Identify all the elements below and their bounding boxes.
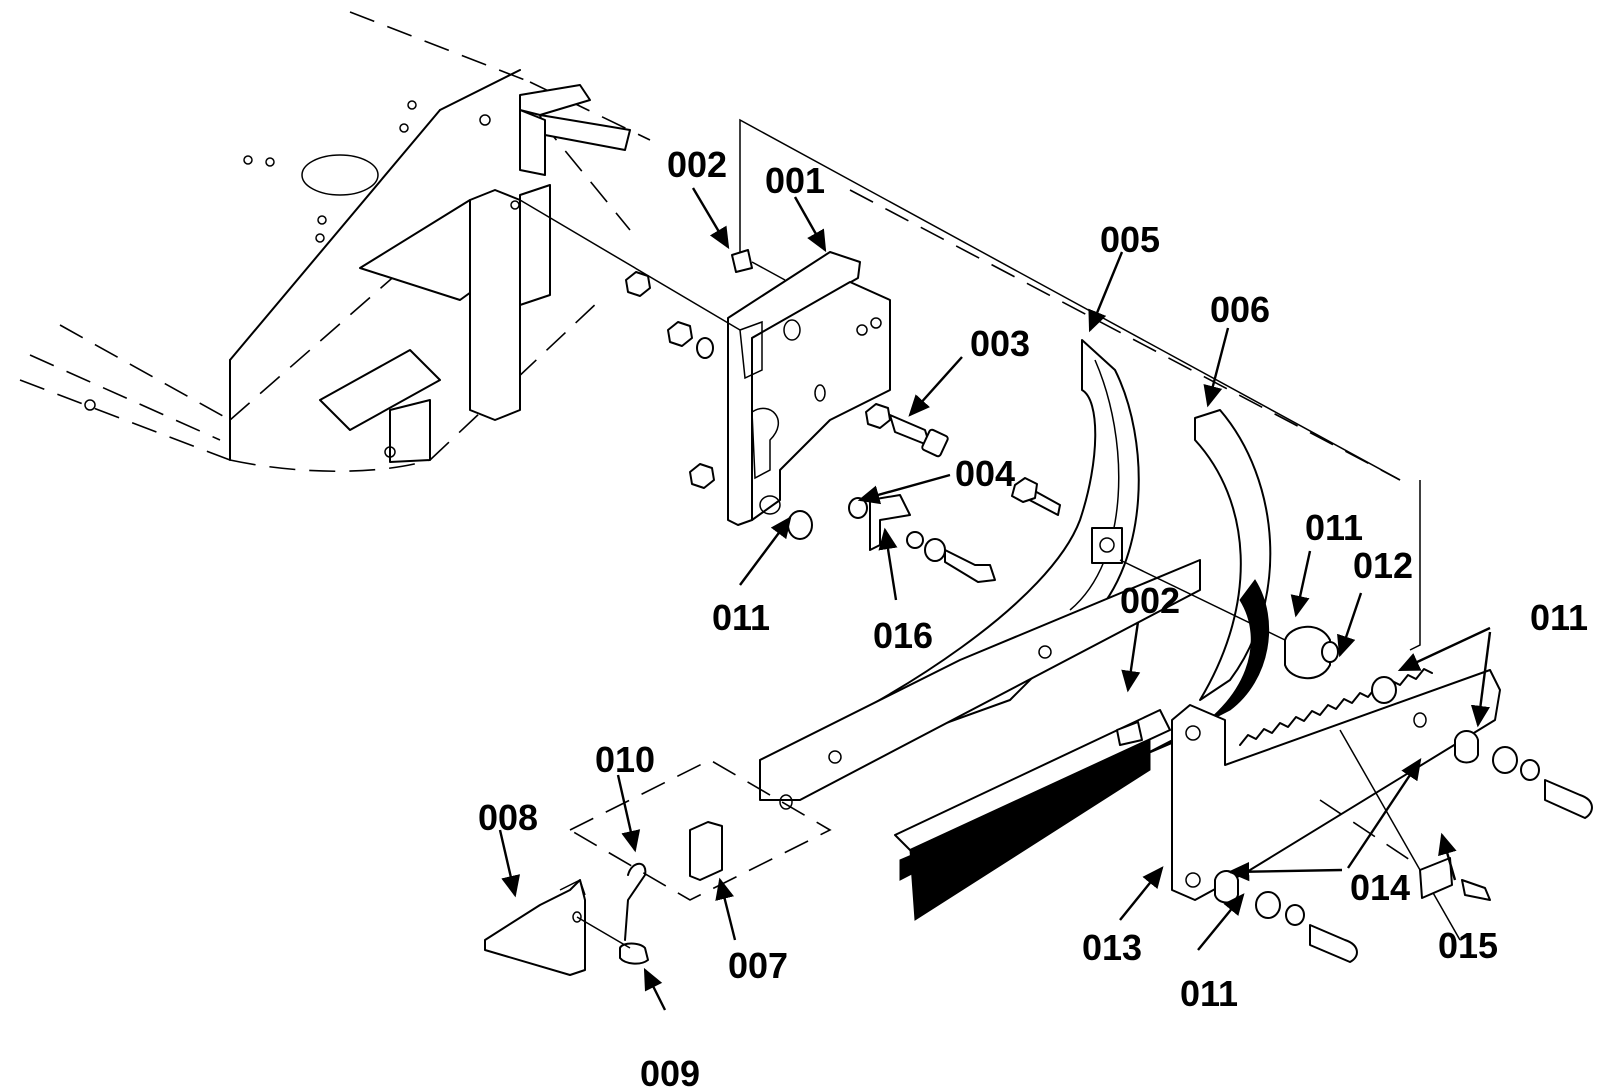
callout-003: 003 [970,323,1030,364]
callout-002-lower: 002 [1120,580,1180,621]
callout-005: 005 [1100,219,1160,260]
part-002-pin [731,249,786,281]
callout-009: 009 [640,1053,700,1092]
callout-010: 010 [595,739,655,780]
chassis-frame [19,11,651,473]
callout-017: 016 [873,615,933,656]
part-003-bolt [889,414,949,458]
callout-014: 013 [1082,927,1142,968]
part-007-end-clip [568,759,832,901]
callout-015: 014 [1350,867,1410,908]
callout-011-bottom: 011 [1180,973,1238,1014]
part-001-bracket [727,118,1401,526]
part-008-end-cap [484,878,586,976]
part-016-clip-plate [1419,857,1491,901]
callout-001: 001 [765,160,825,201]
callout-004: 004 [955,453,1015,494]
part-010-hair-pin [624,862,647,941]
part-017-clip [787,477,1061,583]
callout-002-top: 002 [667,144,727,185]
part-013-spring [1239,480,1433,746]
part-009-clevis-pin [576,916,649,965]
hardware-nuts [519,199,891,489]
callout-006: 006 [1210,289,1270,330]
callout-016: 015 [1438,925,1498,966]
callout-013: 012 [1353,545,1413,586]
callout-012: 011 [1305,507,1363,548]
leader-arrows [498,187,1492,1011]
callout-011-right: 011 [1530,597,1588,638]
part-012-bushing [1119,559,1339,680]
callout-011-left: 011 [712,597,770,638]
part-002-pin-lower [1116,721,1143,746]
part-014-l-bracket [1171,669,1501,941]
callout-007: 007 [728,945,788,986]
part-005-curved-blade [759,339,1201,810]
callout-008: 008 [478,797,538,838]
